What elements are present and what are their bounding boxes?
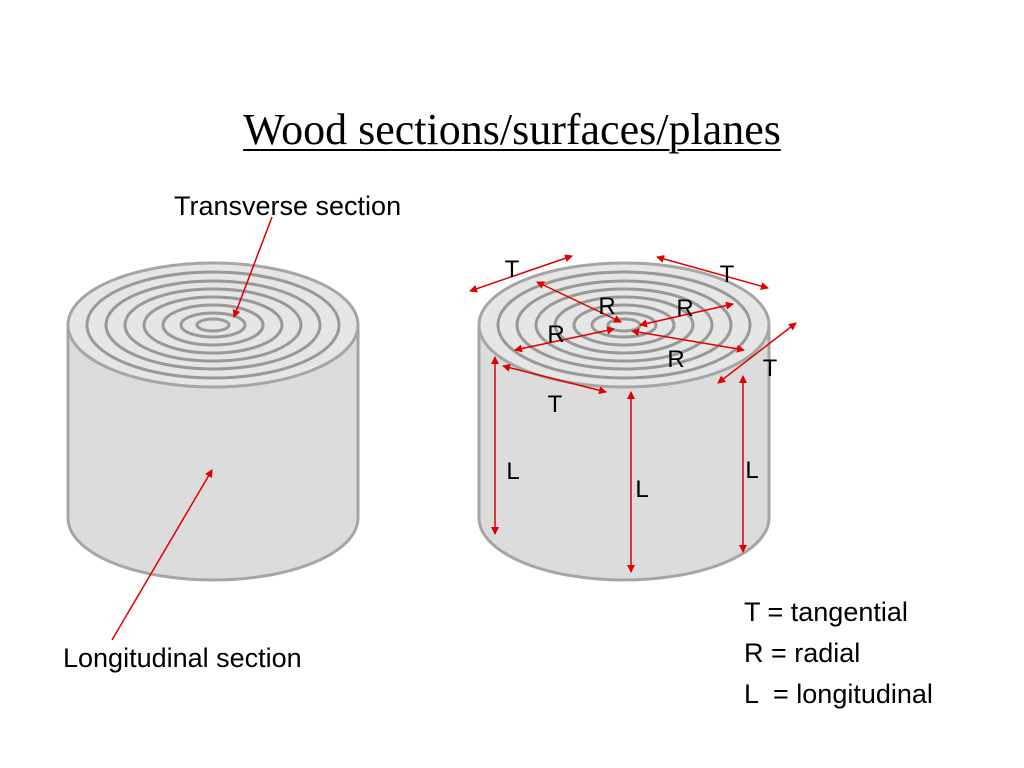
letter-t-top-left: T — [505, 256, 520, 283]
tangential-arrow-right-side — [717, 322, 797, 384]
letter-t-top-right: T — [720, 261, 735, 288]
legend: T = tangential R = radial L = longitudin… — [744, 592, 933, 715]
radial-arrow-lower-right — [631, 328, 745, 353]
left-log — [66, 216, 360, 641]
transverse-section-label: Transverse section — [174, 191, 402, 221]
tangential-arrow-top-right — [656, 255, 769, 290]
letter-t-left-side: T — [548, 391, 563, 418]
letter-r-upper-right: R — [676, 295, 693, 322]
tangential-arrow-left-side — [502, 363, 607, 395]
right-log: T T T T R R R R L L L — [469, 254, 797, 582]
longitudinal-section-label: Longitudinal section — [63, 643, 302, 673]
direction-letters: T T T T R R R R L L L — [505, 256, 778, 503]
letter-t-right-side: T — [763, 355, 778, 382]
transverse-pointer-arrow — [232, 216, 273, 318]
radial-arrow-upper-right — [639, 301, 734, 328]
direction-arrows — [469, 254, 797, 573]
letter-l-center: L — [635, 476, 648, 503]
slide-title: Wood sections/surfaces/planes — [243, 105, 781, 154]
letter-l-right: L — [745, 457, 758, 484]
radial-arrow-lower-left — [514, 326, 615, 353]
tangential-arrow-top-left — [469, 254, 573, 293]
letter-l-left: L — [506, 458, 519, 485]
longitudinal-pointer-arrow — [111, 469, 213, 641]
letter-r-lower-left: R — [547, 321, 564, 348]
letter-r-upper-left: R — [598, 293, 615, 320]
legend-radial: R = radial — [744, 638, 861, 668]
left-log-side — [66, 323, 360, 582]
letter-r-lower-right: R — [667, 346, 684, 373]
left-growth-rings — [85, 270, 341, 380]
legend-longitudinal: L = longitudinal — [744, 679, 933, 709]
radial-arrow-upper-left — [536, 281, 622, 323]
legend-tangential: T = tangential — [744, 597, 908, 627]
